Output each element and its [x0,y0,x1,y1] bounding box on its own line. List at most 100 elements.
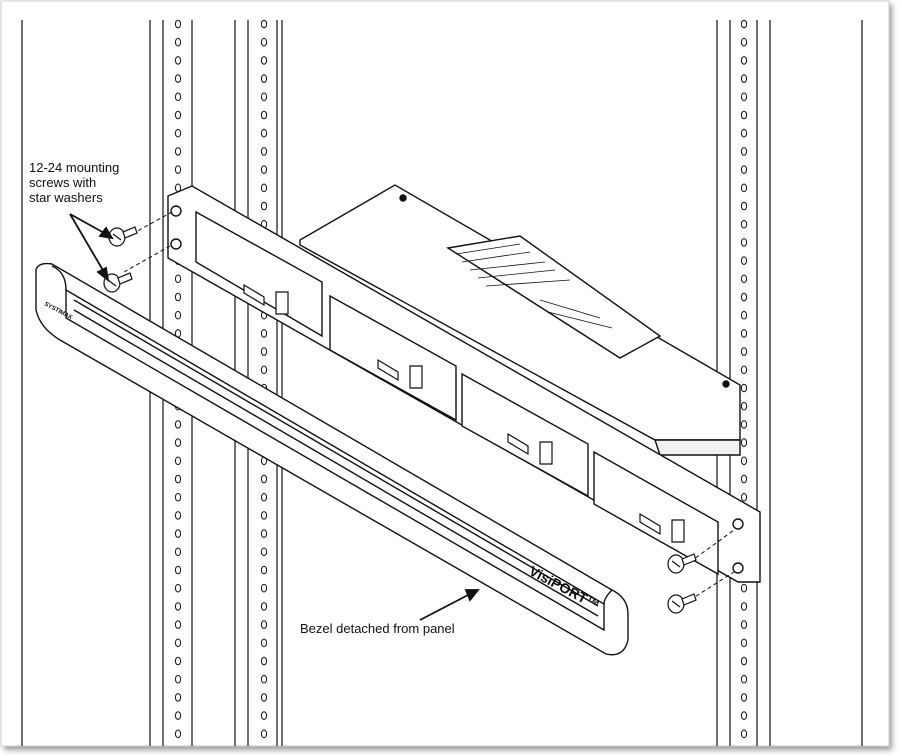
rail-hole [260,74,268,83]
rail-hole [740,165,748,174]
rail-hole [260,183,268,193]
bezel: SYSTIMAX VisiPORT™ [35,262,629,656]
rail-hole [740,256,748,265]
rail-hole [740,19,748,29]
rail-hole [740,110,748,120]
rail-hole [260,547,268,557]
rail-hole [740,602,748,611]
rail-hole [174,674,182,684]
rail-hole [260,110,268,120]
rail-hole [740,347,748,356]
rail-hole [740,128,748,138]
bezel-callout: Bezel detached from panel [300,621,455,636]
rail-hole [740,438,748,447]
rail-hole [740,420,748,429]
rail-hole [260,165,268,174]
rail-hole [740,492,748,502]
rail-hole [740,201,748,211]
rail-hole [740,693,748,702]
rail-hole [740,620,748,629]
rail-hole [174,620,182,629]
rail-hole [260,602,268,611]
rail-hole [174,656,182,666]
rail-hole [260,147,268,156]
rail-hole [260,620,268,629]
rail-hole [174,19,182,29]
rail-hole [740,474,748,484]
rail-hole [174,511,182,520]
rail-hole [260,128,268,138]
rail-hole [174,474,182,484]
rail-hole [174,420,182,429]
rail-hole [740,310,748,320]
rail-hole [260,693,268,702]
rail-hole [260,656,268,666]
rail-hole [174,128,182,138]
rail-hole [740,238,748,247]
rail-hole [260,347,268,356]
rail-hole [174,565,182,575]
rail-hole [260,365,268,375]
rail-hole [174,638,182,648]
rail-hole [174,547,182,557]
rail-hole [740,383,748,393]
chassis [299,184,741,456]
rail-hole [174,529,182,538]
rail-hole [174,292,182,302]
rail-hole [174,438,182,447]
screws-callout-line1: 12-24 mounting [29,160,120,175]
front-panel [167,185,761,583]
rail-hole [174,711,182,720]
rail-hole [260,565,268,575]
mounting-screws [103,226,697,614]
rail-hole [740,56,748,65]
rail-hole [174,602,182,611]
rail-hole [740,183,748,193]
screws-callout: 12-24 mounting screws with star washers [29,160,169,205]
rail-hole [260,492,268,502]
rail-hole [740,219,748,229]
rail-hole [740,656,748,666]
rail-hole [260,711,268,720]
screw-paths [123,211,735,601]
rail-hole [174,492,182,502]
screws-callout-line2: screws with [29,175,97,190]
rail-hole [174,37,182,47]
screw-icon [108,226,138,247]
rail-hole [260,474,268,484]
rail-hole [740,729,748,739]
screws-callout-line3: star washers [29,190,103,205]
rail-hole [174,729,182,739]
rail-hole [740,674,748,684]
rail-hole [260,674,268,684]
rail-hole [260,92,268,102]
rail-hole [260,201,268,211]
rail-hole [260,583,268,593]
rail-hole [174,92,182,102]
rail-hole [260,56,268,65]
rail-hole [740,401,748,411]
rail-hole [260,37,268,47]
rail-hole [174,165,182,174]
rail-hole [174,310,182,320]
screw-icon [667,593,697,614]
rail-hole [740,274,748,284]
rail-hole [260,638,268,648]
rail-hole [740,456,748,466]
rail-hole [174,583,182,593]
rail-hole [260,529,268,538]
rail-hole [174,147,182,156]
rail-hole [740,365,748,375]
rail-hole [174,56,182,65]
screw-icon [667,553,697,574]
rail-hole [260,511,268,520]
rail-hole [740,292,748,302]
rail-hole [174,74,182,83]
rail-hole [740,147,748,156]
rail-hole [174,693,182,702]
rail-hole [740,583,748,593]
rail-hole [740,92,748,102]
rail-hole [740,329,748,338]
rail-hole [260,19,268,29]
